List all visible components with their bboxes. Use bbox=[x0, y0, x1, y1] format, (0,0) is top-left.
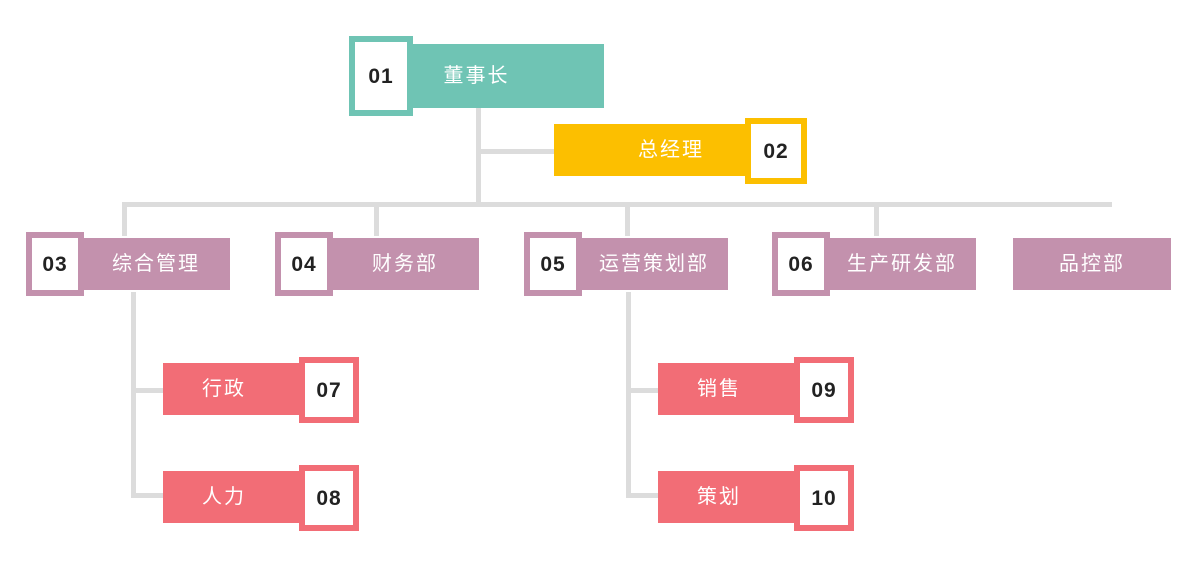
connector-drop-dept-06 bbox=[874, 202, 879, 236]
org-node-label: 人力 bbox=[202, 486, 246, 508]
connector-drop-dept-03 bbox=[122, 202, 127, 236]
org-node-label: 董事长 bbox=[443, 65, 510, 87]
org-node-badge-04: 04 bbox=[275, 232, 333, 296]
org-node-badge-number: 04 bbox=[291, 252, 317, 276]
org-node-label: 总经理 bbox=[638, 139, 704, 161]
connector-chairman-to-gm bbox=[476, 149, 558, 154]
org-node-badge-08: 08 bbox=[299, 465, 359, 531]
connector-drop-dept-04 bbox=[374, 202, 379, 236]
connector-ops-to-09 bbox=[626, 388, 660, 393]
org-node-label: 销售 bbox=[697, 378, 741, 400]
org-node-label: 行政 bbox=[202, 378, 246, 400]
org-node-badge-number: 02 bbox=[763, 139, 789, 163]
connector-drop-dept-05 bbox=[625, 202, 630, 236]
connector-ops-to-10 bbox=[626, 493, 660, 498]
connector-subtrunk-ops bbox=[626, 292, 631, 498]
org-node-badge-number: 01 bbox=[368, 64, 394, 88]
connector-trunk-chairman bbox=[476, 108, 481, 206]
org-node-badge-09: 09 bbox=[794, 357, 854, 423]
org-node-badge-number: 05 bbox=[540, 252, 566, 276]
org-node-badge-02: 02 bbox=[745, 118, 807, 184]
org-node-badge-05: 05 bbox=[524, 232, 582, 296]
org-node-badge-10: 10 bbox=[794, 465, 854, 531]
org-node-badge-number: 07 bbox=[316, 378, 342, 402]
org-node-badge-01: 01 bbox=[349, 36, 413, 116]
connector-bus-departments bbox=[122, 202, 1112, 207]
org-node-label: 品控部 bbox=[1059, 253, 1125, 275]
org-node-label: 综合管理 bbox=[112, 253, 200, 275]
org-node-label: 财务部 bbox=[372, 253, 438, 275]
org-node-badge-03: 03 bbox=[26, 232, 84, 296]
org-node-label: 策划 bbox=[697, 486, 741, 508]
org-node-quality-control[interactable]: 品控部 bbox=[1013, 238, 1171, 290]
org-node-badge-06: 06 bbox=[772, 232, 830, 296]
org-node-label: 生产研发部 bbox=[847, 253, 957, 275]
org-node-badge-number: 10 bbox=[811, 486, 837, 510]
org-node-badge-number: 06 bbox=[788, 252, 814, 276]
org-node-label: 运营策划部 bbox=[599, 253, 709, 275]
connector-admin-to-07 bbox=[131, 388, 165, 393]
connector-subtrunk-admin bbox=[131, 292, 136, 498]
connector-admin-to-08 bbox=[131, 493, 165, 498]
org-node-badge-number: 08 bbox=[316, 486, 342, 510]
org-node-badge-07: 07 bbox=[299, 357, 359, 423]
org-node-badge-number: 09 bbox=[811, 378, 837, 402]
org-node-badge-number: 03 bbox=[42, 252, 68, 276]
